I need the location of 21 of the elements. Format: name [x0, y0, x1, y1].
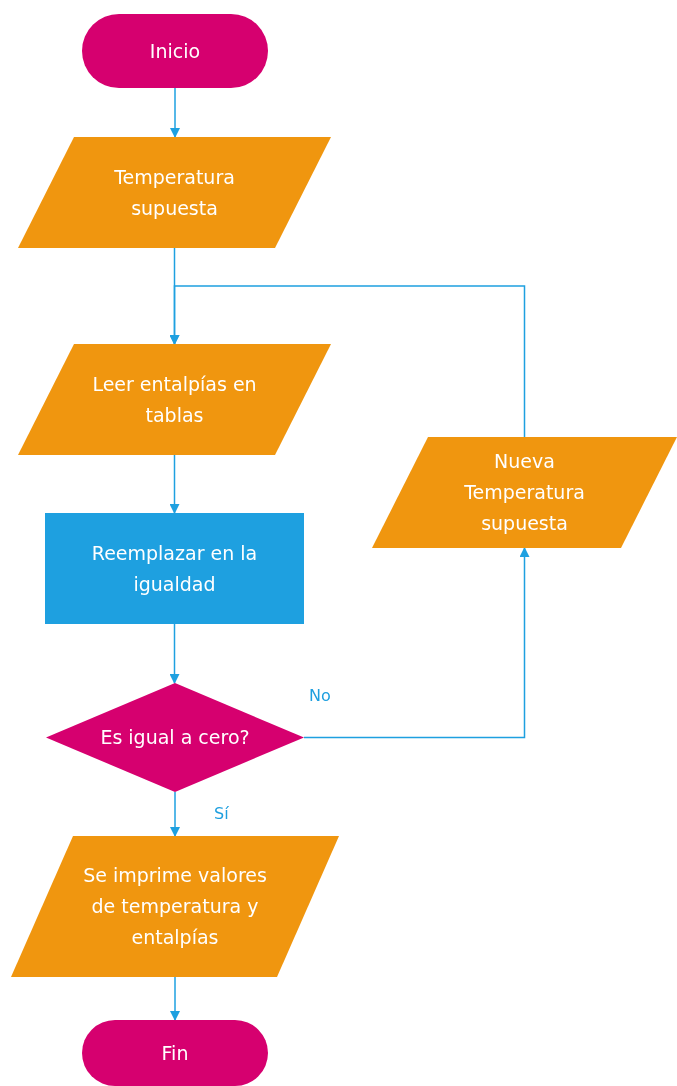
- arrow: [303, 547, 530, 739]
- node-text: Nueva Temperatura supuesta: [463, 449, 586, 536]
- arrow: [170, 976, 180, 1021]
- input-output-parallelogram: [18, 344, 331, 455]
- node-text: Leer entalpías en tablas: [91, 371, 258, 428]
- decision-diamond: [46, 683, 304, 792]
- node-text: Reemplazar en la igualdad: [90, 540, 259, 597]
- input-output-parallelogram: [11, 836, 339, 977]
- process-box: [45, 513, 304, 624]
- node-text: Inicio: [149, 38, 201, 64]
- input-output-parallelogram: [372, 437, 677, 548]
- node-text: Se imprime valores de temperatura y entalpías: [82, 863, 268, 950]
- arrow: [169, 454, 180, 514]
- arrow: [169, 285, 526, 438]
- node-text: Temperatura supuesta: [113, 164, 236, 221]
- arrow: [170, 791, 180, 837]
- arrow: [169, 623, 180, 684]
- input-output-parallelogram: [18, 137, 331, 248]
- arrow: [170, 87, 180, 138]
- node-text: Fin: [161, 1040, 189, 1066]
- node-text: Es igual a cero?: [100, 725, 250, 750]
